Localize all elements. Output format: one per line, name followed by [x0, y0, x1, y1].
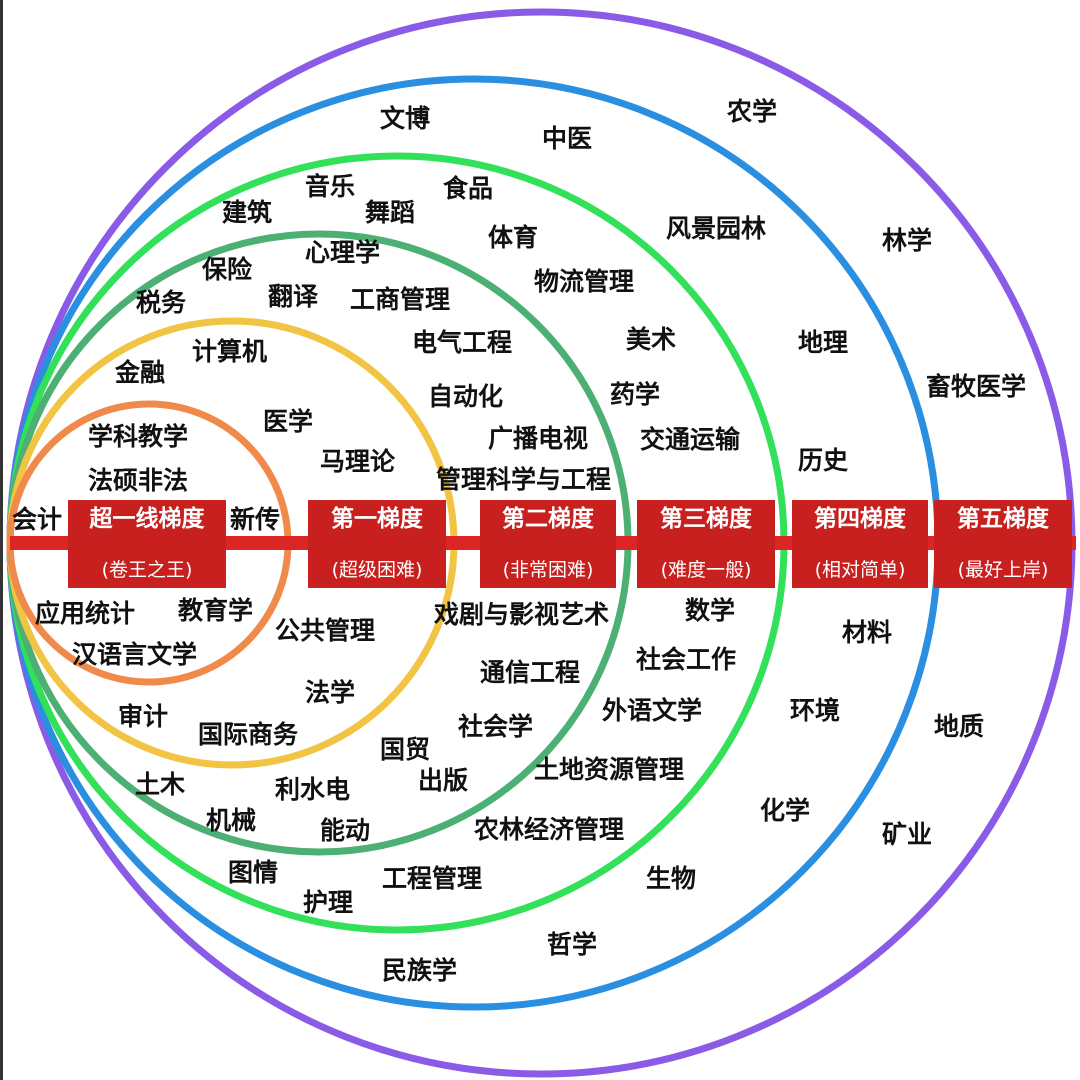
major-label: 会计 — [12, 505, 63, 534]
major-label: 护理 — [303, 888, 354, 917]
major-label: 审计 — [118, 702, 169, 731]
major-label: 音乐 — [305, 172, 356, 201]
major-label: 国贸 — [380, 735, 431, 764]
major-label: 材料 — [842, 618, 893, 647]
major-label: 食品 — [443, 174, 494, 203]
major-label: 心理学 — [305, 238, 381, 267]
major-label: 新传 — [230, 505, 281, 534]
major-label: 社会学 — [458, 712, 534, 741]
major-label: 自动化 — [428, 382, 504, 411]
major-label: 土地资源管理 — [534, 755, 685, 784]
major-label: 美术 — [626, 325, 677, 354]
tier-label-5: 第五梯度 (最好上岸) — [934, 500, 1072, 588]
tier-label-4: 第四梯度 (相对简单) — [792, 500, 928, 588]
tier-title: 第五梯度 — [957, 506, 1049, 532]
major-label: 农学 — [727, 97, 778, 126]
tier-title: 第二梯度 — [502, 506, 594, 532]
major-label: 农林经济管理 — [474, 815, 625, 844]
major-label: 交通运输 — [640, 425, 741, 454]
major-label: 法硕非法 — [88, 466, 189, 495]
major-label: 通信工程 — [480, 658, 581, 687]
major-label: 风景园林 — [666, 214, 767, 243]
major-label: 能动 — [320, 816, 371, 845]
major-label: 管理科学与工程 — [436, 465, 612, 494]
tier-subtitle: (难度一般) — [660, 559, 752, 581]
left-frame-edge — [0, 0, 3, 1080]
major-label: 电气工程 — [412, 328, 513, 357]
major-label: 外语文学 — [602, 696, 703, 725]
major-label: 地理 — [798, 328, 849, 357]
major-label: 生物 — [646, 864, 697, 893]
major-label: 舞蹈 — [365, 198, 416, 227]
major-label: 金融 — [115, 358, 166, 387]
tier-label-1: 第一梯度 (超级困难) — [308, 500, 446, 588]
major-label: 税务 — [136, 288, 187, 317]
tier-title: 超一线梯度 — [89, 506, 205, 532]
tier-subtitle: (卷王之王) — [101, 559, 193, 581]
major-label: 广播电视 — [488, 424, 589, 453]
major-label: 机械 — [206, 806, 257, 835]
tier-label-3: 第三梯度 (难度一般) — [637, 500, 775, 588]
major-label: 中医 — [542, 124, 593, 153]
major-label: 出版 — [418, 766, 469, 795]
major-label: 利水电 — [275, 775, 351, 804]
tier-title: 第四梯度 — [814, 506, 906, 532]
major-label: 国际商务 — [198, 720, 299, 749]
major-label: 环境 — [790, 696, 841, 725]
major-label: 地质 — [934, 712, 985, 741]
major-label: 图情 — [228, 858, 279, 887]
major-label: 计算机 — [192, 337, 268, 366]
major-label: 历史 — [798, 446, 849, 475]
tier-subtitle: (非常困难) — [502, 559, 594, 581]
major-label: 工商管理 — [350, 285, 451, 314]
major-label: 矿业 — [882, 820, 933, 849]
major-label: 马理论 — [320, 447, 396, 476]
major-label: 应用统计 — [35, 599, 136, 628]
tier-title: 第三梯度 — [660, 506, 752, 532]
tier-subtitle: (最好上岸) — [957, 559, 1049, 581]
tier-label-super: 超一线梯度 (卷王之王) — [68, 500, 226, 588]
major-label: 建筑 — [222, 198, 273, 227]
major-label: 公共管理 — [275, 616, 376, 645]
major-label: 化学 — [760, 796, 811, 825]
major-label: 物流管理 — [534, 267, 635, 296]
major-label: 戏剧与影视艺术 — [434, 600, 610, 629]
major-label: 工程管理 — [382, 864, 483, 893]
major-label: 民族学 — [382, 956, 458, 985]
major-label: 文博 — [380, 104, 431, 133]
major-label: 药学 — [610, 380, 661, 409]
tier-title: 第一梯度 — [331, 506, 423, 532]
major-label: 数学 — [685, 596, 736, 625]
major-label: 林学 — [882, 226, 933, 255]
major-label: 汉语言文学 — [72, 640, 198, 669]
tier-label-2: 第二梯度 (非常困难) — [480, 500, 616, 588]
major-label: 哲学 — [547, 930, 598, 959]
major-label: 社会工作 — [636, 645, 737, 674]
major-label: 法学 — [305, 678, 356, 707]
tier-subtitle: (超级困难) — [331, 559, 423, 581]
major-label: 畜牧医学 — [926, 372, 1027, 401]
major-label: 学科教学 — [88, 422, 189, 451]
major-label: 体育 — [488, 223, 539, 252]
major-label: 翻译 — [268, 282, 319, 311]
major-label: 保险 — [202, 255, 253, 284]
tier-subtitle: (相对简单) — [814, 559, 906, 581]
major-label: 教育学 — [178, 596, 254, 625]
major-label: 医学 — [263, 407, 314, 436]
major-label: 土木 — [135, 770, 186, 799]
